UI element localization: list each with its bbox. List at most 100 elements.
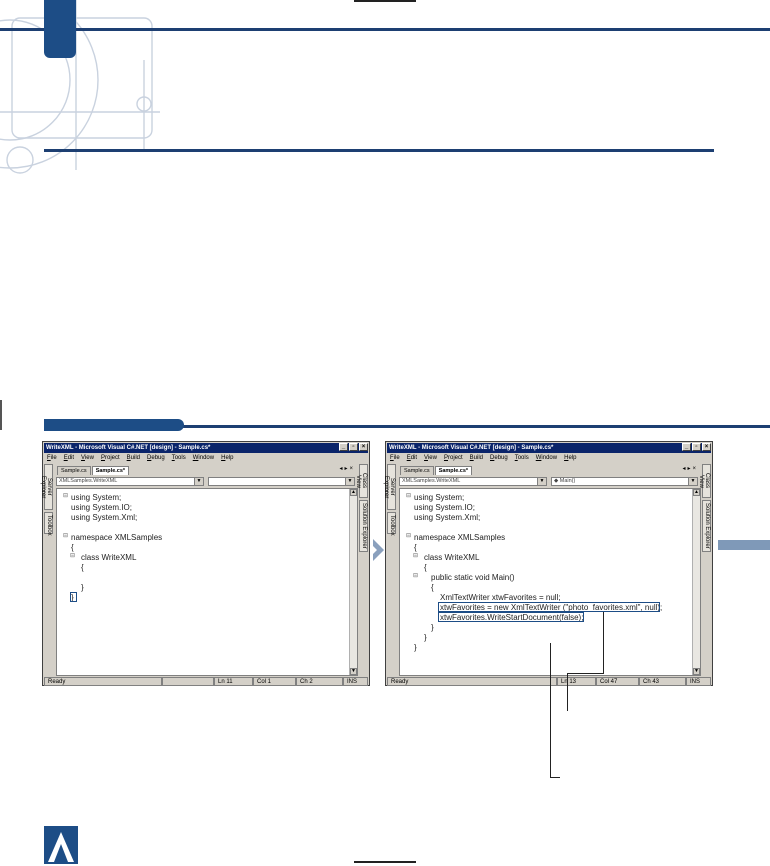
menu-window[interactable]: Window [192, 455, 215, 461]
tab-nav-controls[interactable]: ◂▸× [682, 466, 698, 472]
code-highlight-box [438, 602, 660, 612]
menu-window[interactable]: Window [535, 455, 558, 461]
member-combo[interactable]: ◆ Main() ▼ [551, 477, 698, 486]
menu-tools[interactable]: Tools [514, 455, 529, 461]
code-line: class WriteXML [424, 553, 480, 562]
code-line: { [414, 543, 417, 552]
status-column: Col 1 [253, 677, 296, 686]
code-line: xtwFavorites.WriteStartDocument(false); [440, 613, 584, 622]
solution-explorer-tab[interactable]: Solution Explorer [359, 500, 368, 552]
collapse-icon[interactable]: ⊟ [413, 573, 419, 579]
tab-sample-cs-modified[interactable]: Sample.cs* [434, 466, 473, 475]
code-line: } [424, 633, 427, 642]
menu-project[interactable]: Project [443, 455, 463, 461]
class-view-tab[interactable]: Class View [355, 464, 368, 498]
server-explorer-tab[interactable]: Server Explorer [383, 464, 396, 510]
menu-debug[interactable]: Debug [147, 455, 165, 461]
status-ready: Ready [44, 677, 162, 686]
code-line: namespace XMLSamples [71, 533, 163, 542]
solution-explorer-tab[interactable]: Solution Explorer [702, 500, 711, 552]
menu-view[interactable]: View [81, 455, 94, 461]
collapse-icon[interactable]: ⊟ [406, 493, 412, 499]
left-ide-window: WriteXML - Microsoft Visual C#.NET [desi… [40, 441, 370, 686]
class-view-tab[interactable]: Class View [698, 464, 711, 498]
top-rule [0, 28, 770, 31]
tab-sample-cs[interactable]: Sample.cs [57, 466, 91, 475]
code-line: xtwFavorites = new XmlTextWriter ("photo… [440, 603, 663, 612]
chevron-down-icon: ▼ [688, 478, 697, 485]
close-button[interactable]: × [702, 443, 711, 451]
code-line: XmlTextWriter xtwFavorites = null; [440, 593, 561, 602]
minimize-button[interactable]: _ [682, 443, 691, 451]
chevron-down-icon: ▼ [194, 478, 203, 485]
member-combo[interactable]: ▼ [208, 477, 355, 486]
collapse-icon[interactable]: ⊟ [63, 493, 69, 499]
code-line: { [424, 563, 427, 572]
class-combo[interactable]: XMLSamples.WriteXML ▼ [399, 477, 547, 486]
method-icon: ◆ [554, 478, 559, 484]
menu-help[interactable]: Help [564, 455, 577, 461]
menu-help[interactable]: Help [221, 455, 234, 461]
section-tab [44, 419, 184, 431]
callout-line [567, 673, 604, 674]
status-char: Ch 2 [296, 677, 343, 686]
header-rule [44, 149, 714, 152]
menu-edit[interactable]: Edit [63, 455, 75, 461]
code-line: class WriteXML [81, 553, 137, 562]
menu-bar: File Edit View Project Build Debug Tools… [45, 454, 233, 463]
collapse-icon[interactable]: ⊟ [70, 553, 76, 559]
callout-line [550, 643, 551, 778]
scroll-up-icon[interactable]: ▲ [350, 489, 357, 496]
section-rule [44, 425, 770, 428]
vertical-scrollbar[interactable]: ▲ ▼ [692, 489, 700, 675]
server-explorer-tab[interactable]: Server Explorer [40, 464, 53, 510]
menu-file[interactable]: File [47, 455, 57, 461]
class-combo-value: XMLSamples.WriteXML [59, 478, 118, 484]
chapter-logo-icon [44, 826, 78, 864]
status-line: Ln 11 [214, 677, 253, 686]
code-line: { [81, 563, 84, 572]
collapse-icon[interactable]: ⊟ [63, 533, 69, 539]
scroll-down-icon[interactable]: ▼ [693, 668, 700, 675]
status-char: Ch 43 [639, 677, 686, 686]
margin-mark [0, 400, 2, 430]
class-combo-value: XMLSamples.WriteXML [402, 478, 461, 484]
menu-bar: File Edit View Project Build Debug Tools… [388, 454, 576, 463]
member-combo-value: Main() [559, 478, 576, 484]
vertical-scrollbar[interactable]: ▲ ▼ [349, 489, 357, 675]
corner-ornament [0, 0, 160, 174]
menu-project[interactable]: Project [100, 455, 120, 461]
menu-view[interactable]: View [424, 455, 437, 461]
status-column: Col 47 [596, 677, 639, 686]
callout-line [567, 673, 568, 711]
scroll-up-icon[interactable]: ▲ [693, 489, 700, 496]
collapse-icon[interactable]: ⊟ [406, 533, 412, 539]
menu-file[interactable]: File [390, 455, 400, 461]
maximize-button[interactable]: ▫ [692, 443, 701, 451]
minimize-button[interactable]: _ [339, 443, 348, 451]
status-bar: Ready Ln 11 Col 1 Ch 2 INS [44, 677, 368, 686]
toolbox-tab[interactable]: Toolbox [44, 512, 53, 536]
menu-build[interactable]: Build [469, 455, 484, 461]
collapse-icon[interactable]: ⊟ [413, 553, 419, 559]
status-ready: Ready [387, 677, 557, 686]
code-editor[interactable]: ⊟ ⊟ ⊟ using System; using System.IO; usi… [56, 488, 358, 676]
class-combo[interactable]: XMLSamples.WriteXML ▼ [56, 477, 204, 486]
tab-sample-cs[interactable]: Sample.cs [400, 466, 434, 475]
maximize-button[interactable]: ▫ [349, 443, 358, 451]
code-line: { [431, 583, 434, 592]
callout-line [603, 612, 604, 674]
scroll-down-icon[interactable]: ▼ [350, 668, 357, 675]
chevron-down-icon: ▼ [345, 478, 354, 485]
close-button[interactable]: × [359, 443, 368, 451]
toolbox-tab[interactable]: Toolbox [387, 512, 396, 536]
menu-debug[interactable]: Debug [490, 455, 508, 461]
code-line: using System.IO; [414, 503, 475, 512]
tab-nav-controls[interactable]: ◂▸× [339, 466, 355, 472]
tab-sample-cs-modified[interactable]: Sample.cs* [91, 466, 130, 475]
menu-edit[interactable]: Edit [406, 455, 418, 461]
code-line: using System.IO; [71, 503, 132, 512]
menu-tools[interactable]: Tools [171, 455, 186, 461]
right-ide-window: WriteXML - Microsoft Visual C#.NET [desi… [383, 441, 713, 686]
menu-build[interactable]: Build [126, 455, 141, 461]
